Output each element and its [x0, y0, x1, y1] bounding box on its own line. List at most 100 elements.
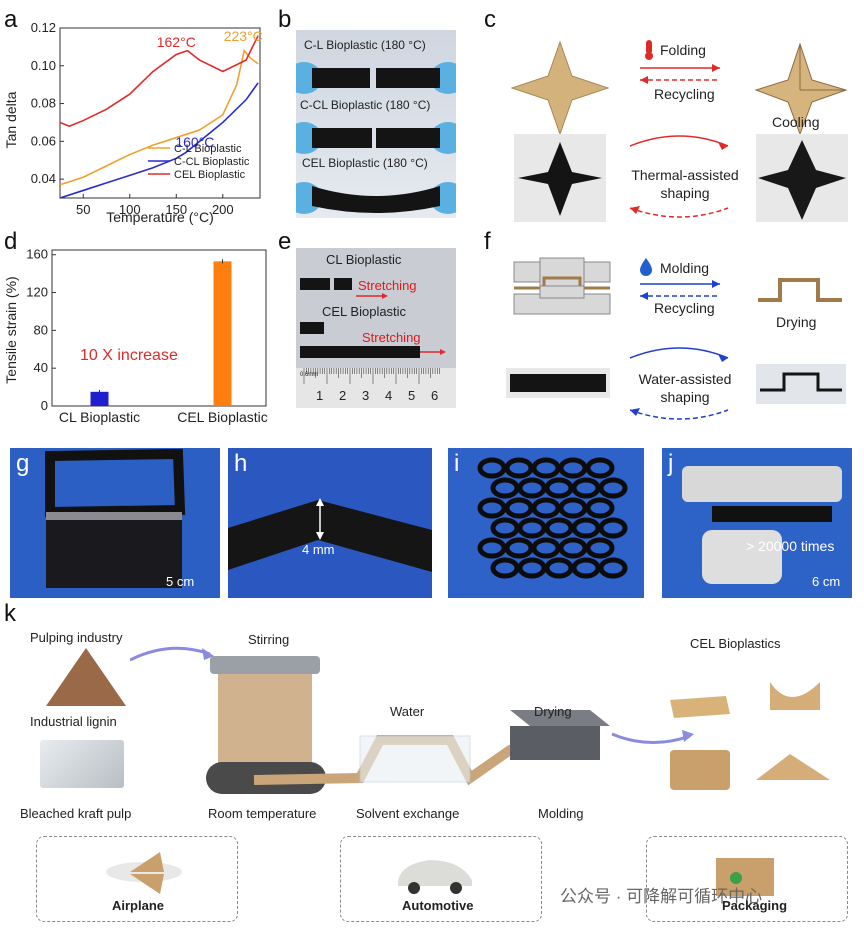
- e-stretch2: Stretching: [362, 330, 421, 345]
- honeycomb-cell: [598, 557, 628, 579]
- k-water: Water: [390, 704, 425, 719]
- molding-press-icon: [510, 710, 610, 760]
- bioplastic-box: [45, 448, 186, 588]
- airplane-icon: [106, 852, 182, 894]
- honeycomb-cell: [585, 537, 615, 559]
- b-label-ccl: C-CL Bioplastic (180 °C): [300, 98, 431, 112]
- honeycomb-grid: [477, 457, 628, 579]
- e-stretch1: Stretching: [358, 278, 417, 293]
- honeycomb-cell: [504, 457, 534, 479]
- panel-j-photo: j > 20000 times 6 cm: [662, 448, 852, 598]
- a-ytick-label: 0.06: [31, 133, 56, 148]
- e-ruler-4: 4: [385, 388, 393, 403]
- a-ytick-label: 0.08: [31, 96, 56, 111]
- honeycomb-cell: [598, 517, 628, 539]
- j-times: > 20000 times: [746, 538, 835, 554]
- c-recycling: Recycling: [654, 86, 715, 102]
- water-drop-icon: [640, 258, 652, 276]
- honeycomb-cell: [490, 477, 520, 499]
- panel-d-label: d: [4, 228, 18, 255]
- a-xtick-label: 200: [212, 202, 234, 217]
- f-recycling: Recycling: [654, 300, 715, 316]
- panel-j-label: j: [668, 450, 674, 477]
- h-dim: 4 mm: [302, 542, 335, 557]
- honeycomb-cell: [558, 497, 588, 519]
- k-lignin: Industrial lignin: [30, 714, 117, 729]
- d-ytick-label: 160: [26, 247, 48, 262]
- a-series-line-2: [59, 35, 259, 128]
- honeycomb-cell: [571, 557, 601, 579]
- chart-a-frame: [59, 27, 261, 199]
- honeycomb-cell: [585, 457, 615, 479]
- stretched-strips: [296, 278, 456, 408]
- honeycomb-cell: [544, 557, 574, 579]
- panel-b-label: b: [278, 6, 292, 33]
- f-shaping: Water-assisted shaping: [638, 371, 732, 405]
- app-box-packaging: [646, 836, 848, 922]
- panel-f-label: f: [484, 228, 491, 255]
- b-label-cel: CEL Bioplastic (180 °C): [302, 156, 428, 170]
- app-box-airplane: [36, 836, 238, 922]
- honeycomb-cell: [504, 497, 534, 519]
- k-cel: CEL Bioplastics: [690, 636, 781, 651]
- panel-g-photo: g 5 cm: [10, 448, 220, 598]
- k-stirring: Stirring: [248, 632, 290, 647]
- a-ytick-label: 0.04: [31, 171, 56, 186]
- c-cooling: Cooling: [772, 114, 820, 130]
- c-folding: Folding: [660, 42, 706, 58]
- e-cl: CL Bioplastic: [326, 252, 402, 267]
- a-legend-label-1: C-CL Bioplastic: [174, 156, 250, 168]
- d-category-label-1: CEL Bioplastic: [177, 409, 268, 425]
- mold-icon: [513, 257, 611, 315]
- a-annotation-1: 223°C: [224, 28, 263, 44]
- k-watermark: 公众号 · 可降解可循环中心: [560, 887, 763, 906]
- honeycomb-cell: [585, 497, 615, 519]
- panel-g-label: g: [16, 450, 30, 477]
- app-box-automotive: [340, 836, 542, 922]
- k-drying: Drying: [534, 704, 572, 719]
- reactor-icon: [206, 656, 326, 794]
- honeycomb-cell: [490, 557, 520, 579]
- thermometer-icon: [645, 40, 653, 60]
- honeycomb-cell: [531, 457, 561, 479]
- panel-a-label: a: [4, 6, 18, 33]
- a-xtick-label: 50: [76, 202, 90, 217]
- panel-i-label: i: [454, 450, 460, 477]
- d-ytick-label: 40: [34, 360, 48, 375]
- honeycomb-cell: [558, 457, 588, 479]
- c-shaping: Thermal-assisted shaping: [631, 167, 739, 201]
- chart-a-xlabel: Temperature (°C): [106, 209, 214, 225]
- k-app-automotive: Automotive: [402, 898, 474, 913]
- f-molding: Molding: [660, 260, 710, 276]
- k-pulping: Pulping industry: [30, 630, 123, 645]
- d-ytick-label: 120: [26, 285, 48, 300]
- k-molding: Molding: [538, 806, 584, 821]
- honeycomb-cell: [517, 517, 547, 539]
- a-legend-label-2: CEL Bioplastic: [174, 169, 246, 181]
- pulp-sheets-icon: [40, 740, 124, 788]
- honeycomb-cell: [504, 537, 534, 559]
- drying-shape-icon: [758, 278, 842, 302]
- honeycomb-cell: [598, 477, 628, 499]
- package-icon: [716, 858, 774, 896]
- honeycomb-cell: [490, 517, 520, 539]
- flat-paper-pinwheel-icon: [510, 40, 610, 136]
- j-scale: 6 cm: [812, 574, 841, 589]
- a-ytick-label: 0.10: [31, 58, 56, 73]
- a-annotation-2: 160°C: [175, 134, 214, 150]
- honeycomb-cell: [571, 477, 601, 499]
- a-legend-label-0: C-L Bioplastic: [174, 143, 242, 155]
- honeycomb-cell: [477, 457, 507, 479]
- panel-e-label: e: [278, 228, 292, 255]
- panel-h-photo: h 4 mm: [228, 448, 432, 598]
- panel-c-illustration: [510, 40, 848, 222]
- a-xtick-label: 100: [119, 202, 141, 217]
- honeycomb-cell: [544, 477, 574, 499]
- honeycomb-cell: [571, 517, 601, 539]
- honeycomb-cell: [477, 537, 507, 559]
- e-cel: CEL Bioplastic: [322, 304, 407, 319]
- panel-e-photo: CL Bioplastic Stretching CEL Bioplastic …: [296, 248, 456, 408]
- k-solvent: Solvent exchange: [356, 806, 460, 821]
